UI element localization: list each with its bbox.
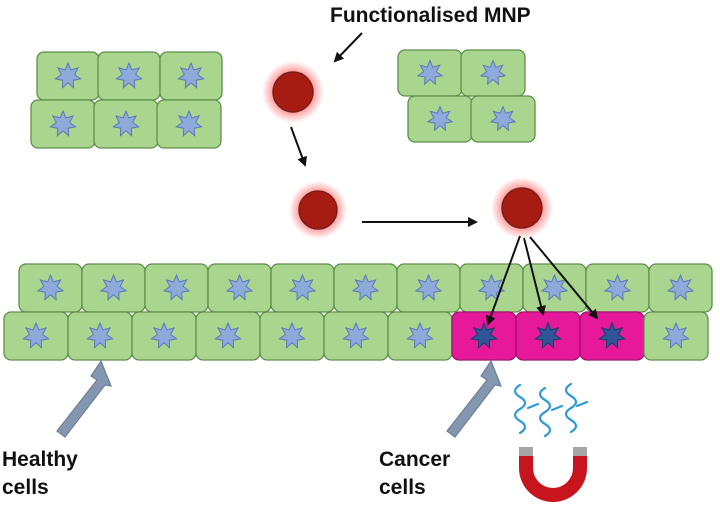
healthy-label-line2: cells [2, 476, 49, 500]
healthy-cell [18, 263, 83, 313]
healthy-cell [585, 263, 650, 313]
healthy-cell [648, 263, 713, 313]
cancer-cell [451, 311, 517, 361]
healthy-label-line1: Healthy [2, 448, 78, 471]
cell-layer [3, 49, 713, 361]
nucleus-star-icon [603, 273, 632, 301]
healthy-cell [195, 311, 261, 361]
mnp-descent-arrow [290, 126, 307, 167]
nucleus-star-icon [351, 273, 380, 301]
nucleus-star-icon [342, 321, 370, 349]
healthy-cell [460, 49, 526, 97]
nucleus-star-icon [479, 59, 507, 86]
nucleus-star-icon [666, 273, 695, 301]
nucleus-star-icon [86, 321, 114, 349]
healthy-cell [81, 263, 146, 313]
nucleus-star-icon [426, 105, 454, 132]
healthy-cell [643, 311, 709, 361]
healthy-cell [323, 311, 389, 361]
nucleus-star-icon [36, 273, 65, 301]
nanoparticle [289, 181, 347, 239]
cancer-label-line1: Cancer [379, 448, 451, 471]
healthy-pointer-arrow [56, 359, 112, 438]
target-arrow-3 [529, 236, 599, 320]
nucleus-star-icon [115, 61, 143, 89]
target-arrow-1 [486, 235, 521, 326]
healthy-cell [333, 263, 398, 313]
healthy-cell [397, 49, 463, 97]
healthy-cell [159, 51, 223, 101]
cancer-cell [579, 311, 645, 361]
healthy-cell [459, 263, 524, 313]
nucleus-star-icon [540, 273, 569, 301]
nucleus-star-icon [406, 321, 434, 349]
healthy-cell [67, 311, 133, 361]
nucleus-star-icon [162, 273, 191, 301]
cancer-label-line2: cells [379, 476, 426, 500]
nanoparticle [262, 61, 324, 123]
nucleus-star-icon [414, 273, 443, 301]
healthy-cell [470, 95, 536, 143]
label-pointer-arrow [333, 32, 363, 63]
nucleus-star-icon [214, 321, 242, 349]
nucleus-star-icon [288, 273, 317, 301]
healthy-cell [131, 311, 197, 361]
healthy-cell [407, 95, 473, 143]
nucleus-star-icon [477, 273, 506, 301]
healthy-cell [36, 51, 100, 101]
cancer-cell [515, 311, 581, 361]
nucleus-star-icon [225, 273, 254, 301]
magnet-icon [519, 447, 587, 502]
nucleus-star-icon [112, 109, 140, 137]
nucleus-star-icon [662, 321, 690, 349]
healthy-cell [387, 311, 453, 361]
nucleus-star-icon [175, 109, 203, 137]
nucleus-star-icon [54, 61, 82, 89]
nucleus-star-icon [534, 321, 562, 349]
cancer-cells-label: Cancer cells [379, 446, 450, 503]
healthy-cell [259, 311, 325, 361]
healthy-cell [93, 99, 159, 149]
nucleus-star-icon [416, 59, 444, 86]
healthy-cell [396, 263, 461, 313]
nanoparticle [491, 177, 553, 239]
flow-arrows [290, 32, 599, 326]
healthy-cell [207, 263, 272, 313]
nucleus-star-icon [22, 321, 50, 349]
target-arrow-2 [523, 237, 546, 316]
nucleus-star-icon [489, 105, 517, 132]
magnetic-field-icon [513, 382, 589, 438]
cancer-pointer-arrow [446, 359, 502, 438]
nucleus-star-icon [598, 321, 626, 349]
healthy-cell [30, 99, 96, 149]
healthy-cell [97, 51, 161, 101]
mnp-label: Functionalised MNP [330, 4, 531, 27]
nucleus-star-icon [99, 273, 128, 301]
nucleus-star-icon [470, 321, 498, 349]
healthy-cell [144, 263, 209, 313]
healthy-cell [3, 311, 69, 361]
nucleus-star-icon [49, 109, 77, 137]
nucleus-star-icon [278, 321, 306, 349]
nucleus-star-icon [150, 321, 178, 349]
healthy-cell [270, 263, 335, 313]
nucleus-star-icon [177, 61, 205, 89]
healthy-cells-label: Healthy cells [2, 446, 78, 503]
healthy-cell [156, 99, 222, 149]
